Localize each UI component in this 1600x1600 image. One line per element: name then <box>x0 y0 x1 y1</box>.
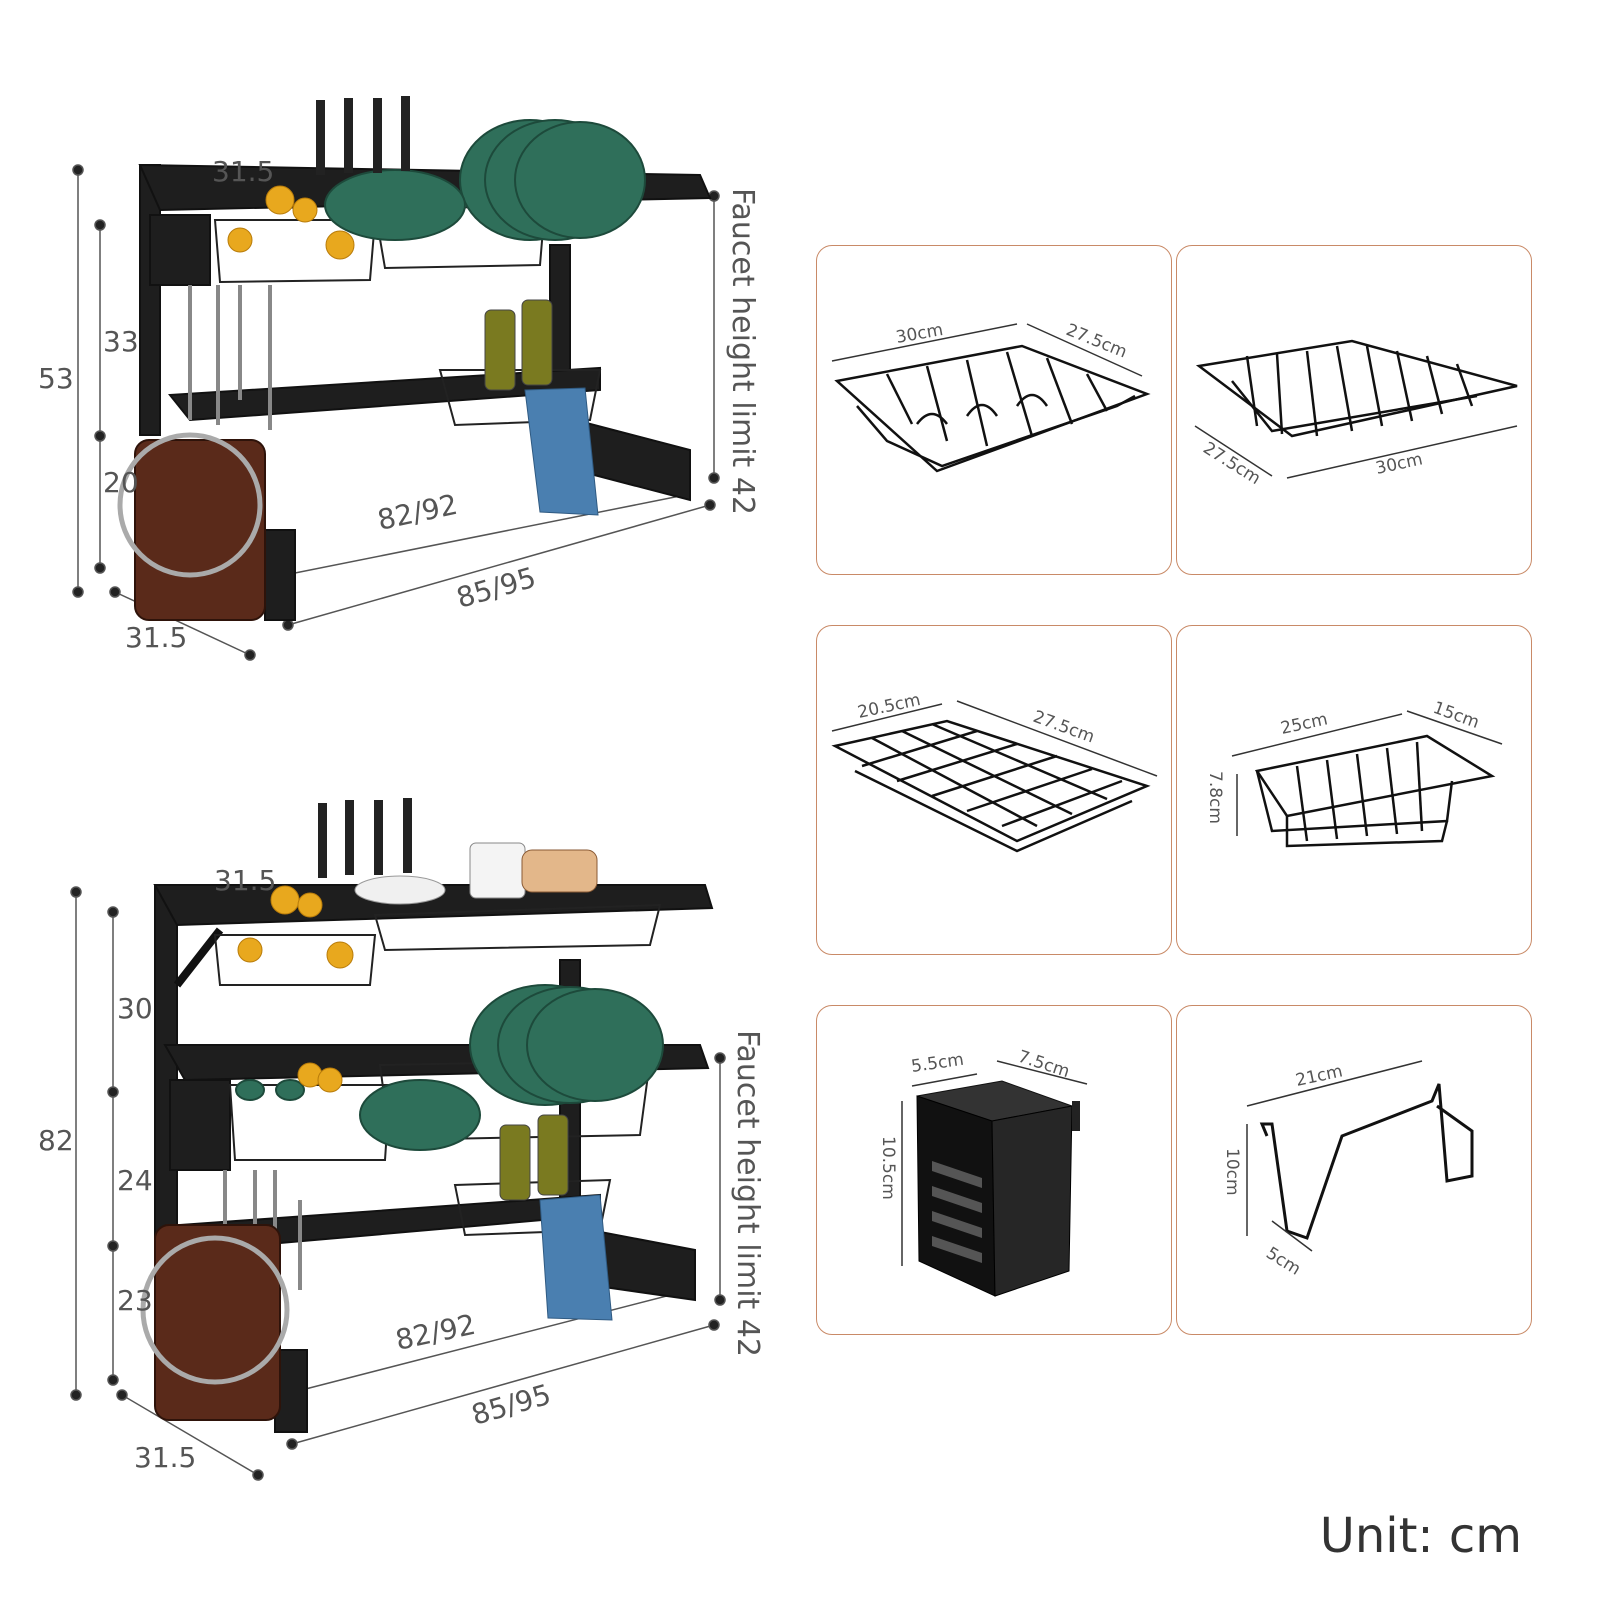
two-tier-rack-labels: 53 33 20 31.5 31.5 82/92 85/95 Faucet he… <box>38 155 760 654</box>
panel-utensil-holder: 5.5cm 7.5cm 10.5cm <box>816 1005 1172 1335</box>
panel-dish-basket-a: 30cm 27.5cm <box>816 245 1172 575</box>
three-tier-base-depth: 31.5 <box>134 1441 196 1474</box>
lid-hook-depth: 5cm <box>1262 1243 1304 1279</box>
two-tier-base-depth: 31.5 <box>125 621 187 654</box>
sponge-basket-drawing: 25cm 15cm 7.8cm <box>1205 698 1503 848</box>
dish-basket-b-width: 30cm <box>1374 449 1425 478</box>
lid-hook-height: 10cm <box>1222 1148 1242 1196</box>
three-tier-outer-width: 85/95 <box>468 1378 555 1432</box>
drain-tray-width: 20.5cm <box>856 690 923 723</box>
lid-hook-drawing: 21cm 10cm 5cm <box>1222 1060 1474 1280</box>
three-tier-lower-gap: 23 <box>117 1284 153 1317</box>
utensil-holder-drawing: 5.5cm 7.5cm 10.5cm <box>878 1047 1088 1297</box>
dish-basket-a-drawing: 30cm 27.5cm <box>831 320 1151 473</box>
panel-drain-tray: 20.5cm 27.5cm <box>816 625 1172 955</box>
sponge-basket-height: 7.8cm <box>1205 771 1225 824</box>
utensil-holder-width: 5.5cm <box>910 1050 965 1077</box>
lid-hook-width: 21cm <box>1294 1061 1345 1090</box>
three-tier-upper-gap: 30 <box>117 992 153 1025</box>
two-tier-faucet-label: Faucet height limit 42 <box>725 188 760 515</box>
dish-basket-a-width: 30cm <box>894 320 944 348</box>
unit-label: Unit: cm <box>1319 1508 1522 1564</box>
three-tier-total-height: 82 <box>38 1124 74 1157</box>
drain-tray-drawing: 20.5cm 27.5cm <box>831 690 1158 853</box>
two-tier-top-depth: 31.5 <box>212 155 274 188</box>
two-tier-lower-gap: 20 <box>103 466 139 499</box>
two-tier-rack-diagram <box>72 96 720 661</box>
three-tier-rack-labels: 82 30 24 23 31.5 31.5 82/92 85/95 Faucet… <box>38 864 765 1474</box>
utensil-holder-depth: 7.5cm <box>1015 1047 1072 1082</box>
two-tier-total-height: 53 <box>38 362 74 395</box>
utensil-holder-height: 10.5cm <box>878 1136 898 1200</box>
three-tier-top-depth: 31.5 <box>214 864 276 897</box>
three-tier-faucet-label: Faucet height limit 42 <box>730 1030 765 1357</box>
two-tier-upper-gap: 33 <box>103 325 139 358</box>
three-tier-middle-gap: 24 <box>117 1164 153 1197</box>
three-tier-inner-width: 82/92 <box>393 1308 479 1357</box>
panel-dish-basket-b: 27.5cm 30cm <box>1176 245 1532 575</box>
dish-basket-b-drawing: 27.5cm 30cm <box>1194 339 1518 489</box>
panel-lid-hook: 21cm 10cm 5cm <box>1176 1005 1532 1335</box>
three-tier-rack-diagram <box>70 798 726 1481</box>
panel-sponge-basket: 25cm 15cm 7.8cm <box>1176 625 1532 955</box>
